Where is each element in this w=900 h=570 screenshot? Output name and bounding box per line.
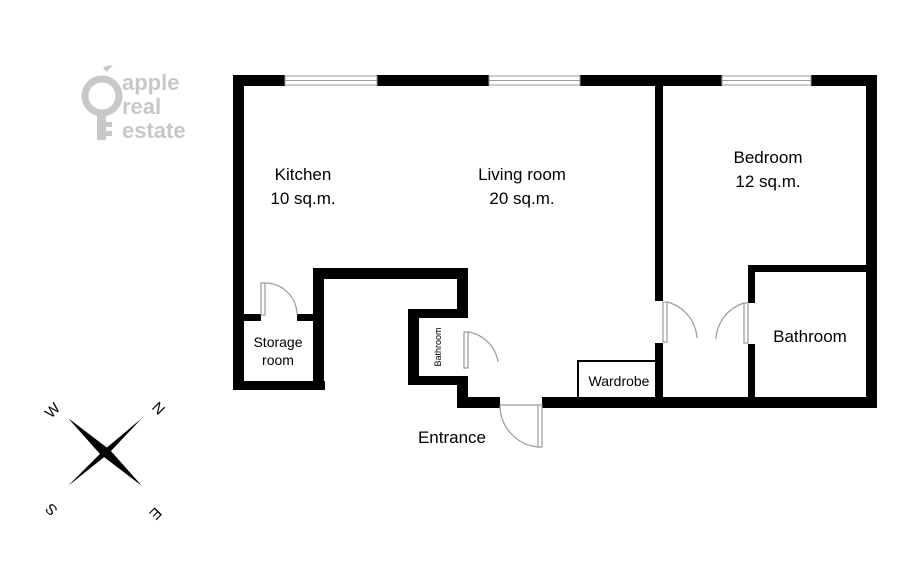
bedroom-name: Bedroom xyxy=(734,148,803,167)
storage-room-line2: room xyxy=(262,352,294,368)
door-bedroom xyxy=(662,301,698,343)
kitchen-name: Kitchen xyxy=(275,165,332,184)
doors xyxy=(260,282,749,448)
living-room-name: Living room xyxy=(478,165,566,184)
logo-line-2: real xyxy=(122,94,161,119)
compass-west: W xyxy=(42,399,65,422)
door-small-bathroom xyxy=(463,331,499,369)
entrance-name: Entrance xyxy=(418,428,486,447)
living-room-area: 20 sq.m. xyxy=(489,189,554,208)
walls xyxy=(233,75,877,408)
storage-room-line1: Storage xyxy=(253,334,302,350)
key-logo-icon xyxy=(81,65,123,140)
compass-icon xyxy=(68,418,142,486)
compass-east: E xyxy=(146,504,165,523)
compass-north: N xyxy=(148,399,168,419)
wardrobe-name: Wardrobe xyxy=(589,373,650,389)
bathroom-main-name: Bathroom xyxy=(773,327,847,346)
kitchen-area: 10 sq.m. xyxy=(270,189,335,208)
apple-real-estate-logo: apple real estate xyxy=(81,65,186,143)
door-storage xyxy=(260,282,298,316)
windows xyxy=(284,75,812,86)
bedroom-area: 12 sq.m. xyxy=(735,172,800,191)
compass-south: S xyxy=(42,500,61,519)
bathroom-small-name: Bathroom xyxy=(433,327,443,366)
logo-line-1: apple xyxy=(122,70,179,95)
room-labels: Kitchen 10 sq.m. Living room 20 sq.m. Be… xyxy=(253,148,846,447)
compass-rose: N E S W xyxy=(42,399,168,523)
door-main-bathroom xyxy=(715,302,749,344)
logo-line-3: estate xyxy=(122,118,186,143)
door-entrance xyxy=(499,404,543,448)
